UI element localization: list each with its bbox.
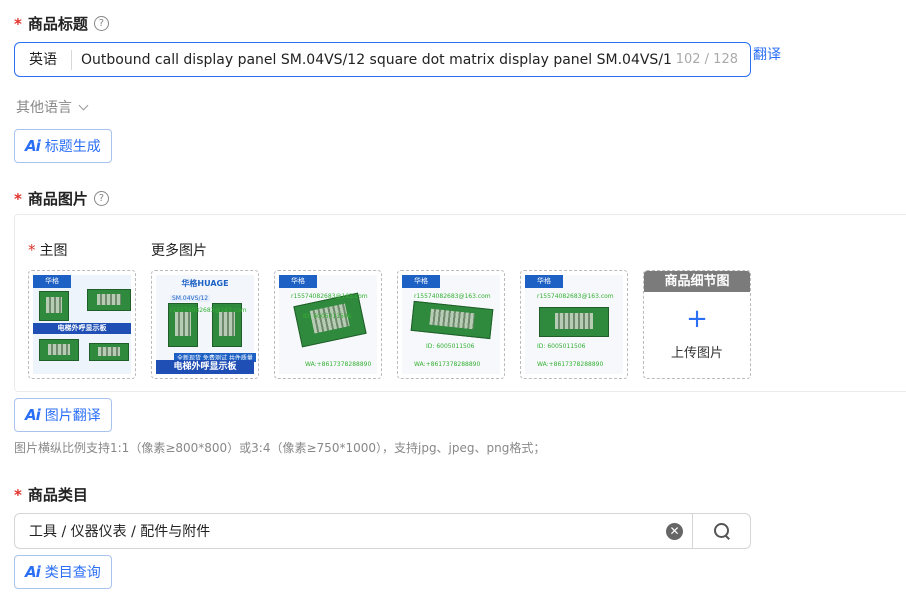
pcb-image	[539, 307, 609, 337]
watermark-text: r15574082683@163.com	[291, 293, 368, 300]
ai-title-generate-label: 标题生成	[44, 139, 101, 155]
main-image-thumbnail[interactable]: 华格HUAGE 电梯外呼显示板	[28, 270, 136, 379]
model-text: SM.04VS/12	[170, 295, 211, 302]
pcb-image	[293, 292, 367, 348]
category-field-label: * 商品类目	[14, 484, 88, 505]
language-tag[interactable]: 英语	[15, 49, 72, 70]
pcb-image	[39, 291, 69, 321]
badge-text: 全新现货 免费测试 共件质量	[174, 353, 256, 362]
category-label-text: 商品类目	[27, 486, 88, 504]
required-mark: *	[14, 485, 22, 504]
translate-link[interactable]: 翻译	[753, 47, 781, 63]
plus-icon: +	[686, 304, 708, 334]
wa-text: WA:+8617378288890	[537, 361, 604, 368]
ai-title-generate-button[interactable]: Ai 标题生成	[14, 129, 112, 163]
brand-tag: 华格	[279, 275, 317, 288]
pcb-image	[39, 339, 79, 361]
image-thumbnail[interactable]: 华格 r15574082683@163.com ID: 6005011506 W…	[274, 270, 382, 379]
title-input-value[interactable]: Outbound call display panel SM.04VS/12 s…	[81, 51, 672, 68]
pcb-image	[87, 289, 131, 311]
search-icon	[713, 522, 731, 540]
brand-text: 华格HUAGE	[181, 279, 229, 288]
images-label-text: 商品图片	[27, 190, 88, 208]
upload-image-label: 上传图片	[670, 346, 723, 361]
more-images-label: 更多图片	[151, 243, 207, 259]
pcb-image	[168, 303, 198, 347]
id-text: ID: 6005011506	[537, 343, 586, 350]
image-format-hint: 图片横纵比例支持1:1（像素≥800*800）或3:4（像素≥750*1000）…	[14, 441, 546, 455]
brand-tag: 华格	[525, 275, 563, 288]
required-mark: *	[14, 14, 22, 33]
brand-tag: 华格	[402, 275, 440, 288]
image-thumbnail[interactable]: 华格 r15574082683@163.com ID: 6005011506 W…	[397, 270, 505, 379]
required-mark: *	[28, 241, 36, 259]
watermark-text: r15574082683@163.com	[170, 307, 247, 314]
image-thumbnail[interactable]: 华格HUAGE SM.04VS/12 r15574082683@163.com …	[151, 270, 259, 379]
ai-icon: Ai	[25, 563, 41, 581]
id-text: ID: 6005011506	[303, 313, 352, 320]
detail-tile-header: 商品细节图	[644, 271, 750, 292]
pcb-image	[89, 343, 129, 361]
ai-category-query-label: 类目查询	[44, 565, 101, 581]
ai-image-translate-label: 图片翻译	[44, 408, 101, 424]
category-value[interactable]: 工具 / 仪器仪表 / 配件与附件	[29, 524, 211, 540]
watermark-text: r15574082683@163.com	[537, 293, 614, 300]
ai-icon: Ai	[25, 137, 41, 155]
chevron-down-icon	[78, 100, 89, 110]
id-text: ID: 6005011506	[426, 343, 475, 350]
image-thumbnail[interactable]: 华格 r15574082683@163.com ID: 6005011506 W…	[520, 270, 628, 379]
clear-icon[interactable]: ✕	[666, 522, 683, 540]
title-field-label: * 商品标题 ?	[14, 13, 109, 34]
caption-bar: 电梯外呼显示板	[156, 360, 254, 374]
ai-icon: Ai	[25, 406, 41, 424]
ai-image-translate-button[interactable]: Ai 图片翻译	[14, 398, 112, 432]
character-counter: 102 / 128	[675, 52, 738, 67]
other-languages-toggle[interactable]: 其他语言	[16, 97, 89, 117]
pcb-image	[410, 300, 494, 340]
category-search-button[interactable]	[692, 514, 750, 548]
ai-category-query-button[interactable]: Ai 类目查询	[14, 555, 112, 589]
wa-text: WA:+8617378288890	[414, 361, 481, 368]
title-label-text: 商品标题	[27, 15, 88, 33]
watermark-text: r15574082683@163.com	[414, 293, 491, 300]
pcb-image	[212, 303, 242, 347]
help-circle-icon[interactable]: ?	[93, 191, 109, 206]
image-panel	[14, 214, 906, 392]
upload-detail-image-tile[interactable]: 商品细节图 + 上传图片	[643, 270, 751, 379]
other-languages-label: 其他语言	[16, 100, 72, 116]
title-input[interactable]: 英语 Outbound call display panel SM.04VS/1…	[14, 42, 751, 77]
caption-bar: 电梯外呼显示板	[33, 323, 131, 334]
category-input[interactable]: 工具 / 仪器仪表 / 配件与附件 ✕	[14, 513, 751, 549]
images-field-label: * 商品图片 ?	[14, 188, 109, 209]
brand-tag: 华格HUAGE	[33, 275, 71, 298]
required-mark: *	[14, 189, 22, 208]
help-circle-icon[interactable]: ?	[93, 16, 109, 31]
wa-text: WA:+8617378288890	[305, 361, 372, 368]
main-image-label: *主图	[28, 241, 68, 259]
